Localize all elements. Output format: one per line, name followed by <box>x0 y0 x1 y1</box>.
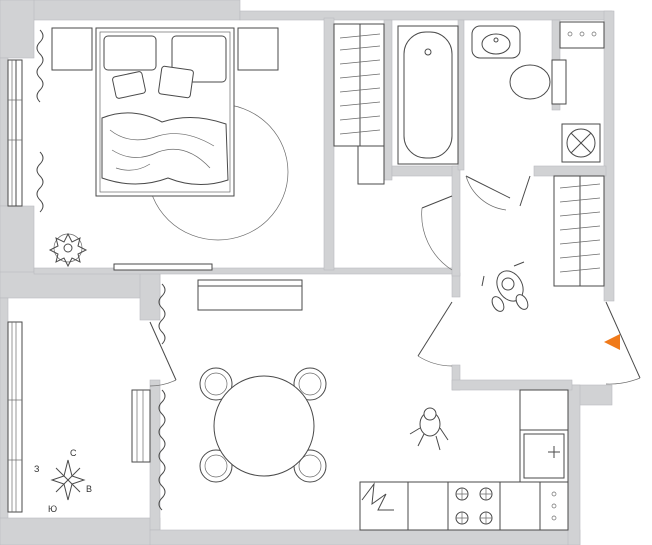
balcony: С Ю В З <box>34 321 177 514</box>
bedroom <box>48 23 385 271</box>
compass-icon: С Ю В З <box>34 448 92 514</box>
walls <box>0 0 615 545</box>
washing-machine <box>561 123 601 163</box>
hall <box>417 175 641 385</box>
dining-table <box>199 367 327 483</box>
hall-wardrobe <box>553 175 605 287</box>
compass-west-label: З <box>34 464 39 474</box>
door-entrance <box>605 301 641 385</box>
compass-south-label: Ю <box>48 504 57 514</box>
balcony-door <box>149 321 177 387</box>
toilet <box>509 59 567 105</box>
bedroom-wardrobe <box>333 23 385 147</box>
stove-icon <box>455 487 493 525</box>
child-icon <box>409 407 449 451</box>
compass-north-label: С <box>70 448 77 458</box>
living-kitchen <box>197 279 569 531</box>
entrance-marker-icon <box>604 334 620 350</box>
person-icon <box>481 261 529 312</box>
plant-icon <box>48 232 88 268</box>
curtains <box>36 29 166 511</box>
bathtub <box>397 25 459 165</box>
compass-east-label: В <box>86 484 92 494</box>
bathroom <box>397 21 605 165</box>
door-bedroom <box>421 195 453 271</box>
door-bathroom <box>465 175 531 211</box>
tv-stand <box>197 279 303 311</box>
fridge <box>359 481 409 531</box>
door-living <box>417 301 453 367</box>
windows <box>7 59 151 513</box>
